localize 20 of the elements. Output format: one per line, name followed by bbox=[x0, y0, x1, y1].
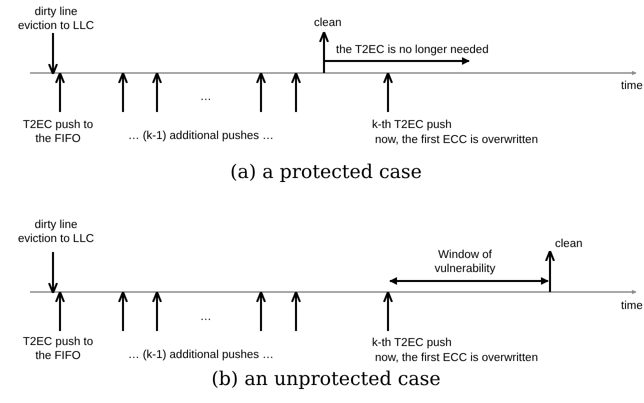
event-text: clean bbox=[314, 16, 342, 30]
event-text: … (k-1) additional pushes … bbox=[128, 129, 274, 143]
event-text: dirty line eviction to LLC bbox=[16, 5, 96, 33]
axis-label: time bbox=[621, 79, 643, 93]
event-text: k-th T2EC push bbox=[372, 118, 452, 132]
event-text: T2EC push to the FIFO bbox=[22, 118, 94, 146]
ellipsis: … bbox=[200, 90, 212, 104]
annotation-text: now, the first ECC is overwritten bbox=[375, 133, 538, 147]
event-text: clean bbox=[555, 237, 582, 251]
axis-label: time bbox=[621, 299, 643, 313]
event-text: dirty line eviction to LLC bbox=[16, 218, 96, 246]
subfigure-caption: (b) an unprotected case bbox=[210, 367, 442, 391]
annotation-text: the T2EC is no longer needed bbox=[336, 43, 489, 57]
annotation-text: now, the first ECC is overwritten bbox=[375, 351, 538, 365]
annotation-text: Window of vulnerability bbox=[434, 248, 496, 276]
ellipsis: … bbox=[200, 310, 212, 324]
subfigure-caption: (a) a protected case bbox=[229, 160, 423, 184]
event-text: T2EC push to the FIFO bbox=[22, 335, 94, 363]
event-text: k-th T2EC push bbox=[372, 336, 452, 350]
event-text: … (k-1) additional pushes … bbox=[128, 348, 274, 362]
